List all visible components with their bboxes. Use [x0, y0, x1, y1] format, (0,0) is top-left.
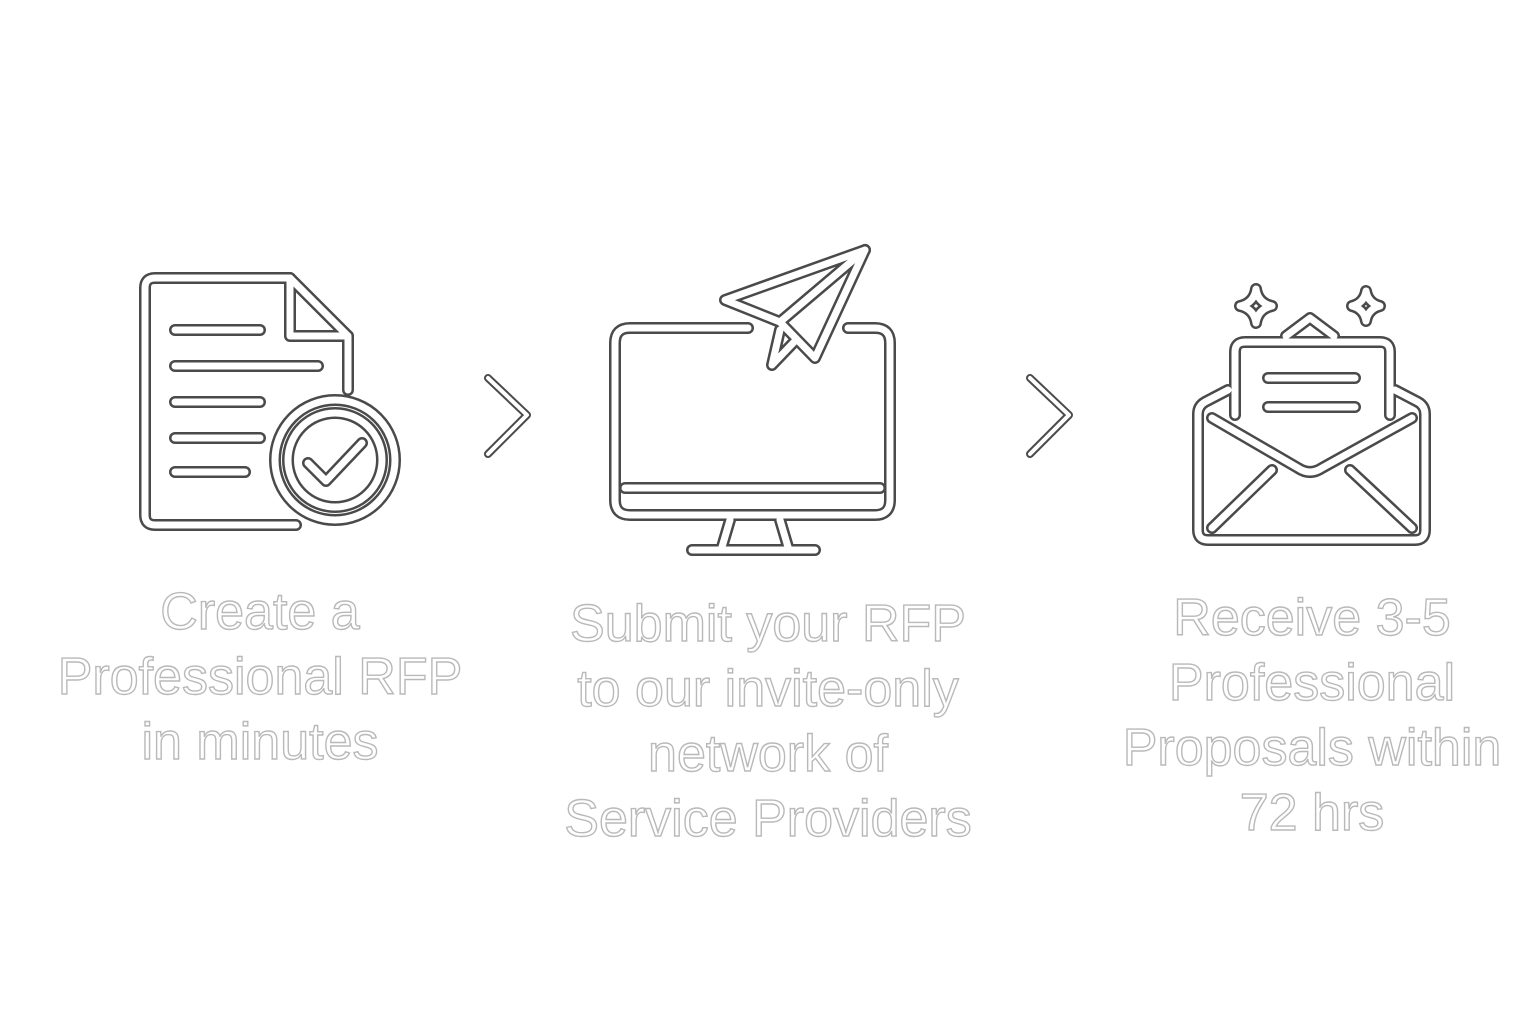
- step-2-text: Submit your RFP to our invite-only netwo…: [564, 594, 973, 848]
- monitor-shape: [609, 244, 896, 556]
- chevron-right-icon: [484, 374, 531, 458]
- document-check-icon: [139, 272, 401, 531]
- document-shape: [139, 272, 401, 531]
- step-1-text: Create a Professional RFP in minutes: [57, 582, 463, 771]
- envelope-shape: [1192, 283, 1431, 546]
- monitor-paper-plane-icon: [609, 244, 896, 556]
- open-envelope-sparkle-icon: [1192, 283, 1431, 546]
- chevron-right-icon: [1026, 374, 1073, 458]
- step-3-text: Receive 3-5 Professional Proposals withi…: [1122, 588, 1502, 842]
